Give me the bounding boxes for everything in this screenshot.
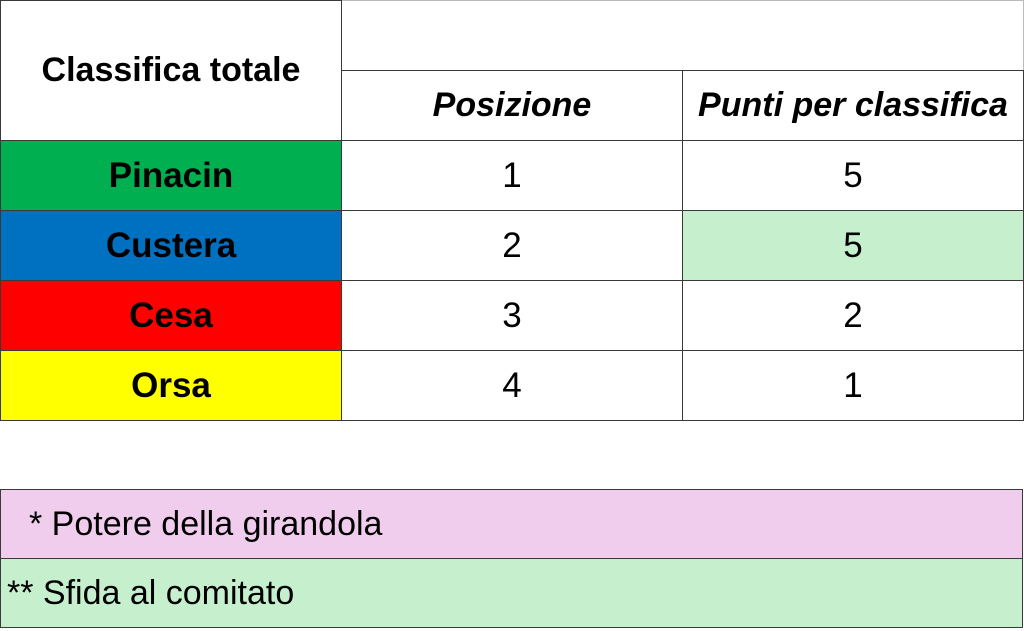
- points-cell: 1: [682, 350, 1024, 421]
- legend-row: ** Sfida al comitato: [0, 558, 1023, 628]
- team-name-cell: Orsa: [0, 350, 342, 421]
- table-title: Classifica totale: [0, 0, 342, 141]
- position-cell: 1: [341, 140, 683, 211]
- table-row: Pinacin 1 5: [0, 140, 1024, 211]
- position-cell: 4: [341, 350, 683, 421]
- header-blank-cell: [341, 0, 1024, 71]
- points-cell: 5: [682, 210, 1024, 281]
- header-row: Posizione Punti per classifica: [1, 70, 1024, 141]
- legend-potere-girandola: * Potere della girandola: [0, 489, 1023, 559]
- header-row-top: Classifica totale: [0, 0, 1024, 141]
- table-row: Custera 2 5: [0, 210, 1024, 281]
- team-name-cell: Cesa: [0, 280, 342, 351]
- team-name-cell: Pinacin: [0, 140, 342, 211]
- legend-row: * Potere della girandola: [0, 489, 1023, 559]
- team-name-cell: Custera: [0, 210, 342, 281]
- classifica-table: Classifica totale Posizione Punti per cl…: [0, 0, 1024, 421]
- column-header-posizione: Posizione: [341, 70, 683, 141]
- points-cell: 2: [682, 280, 1024, 351]
- legend-sfida-comitato: ** Sfida al comitato: [0, 558, 1023, 628]
- legend-table: * Potere della girandola ** Sfida al com…: [0, 489, 1023, 628]
- column-header-punti: Punti per classifica: [682, 70, 1024, 141]
- points-cell: 5: [682, 140, 1024, 211]
- table-row: Orsa 4 1: [0, 350, 1024, 421]
- position-cell: 3: [341, 280, 683, 351]
- position-cell: 2: [341, 210, 683, 281]
- table-row: Cesa 3 2: [0, 280, 1024, 351]
